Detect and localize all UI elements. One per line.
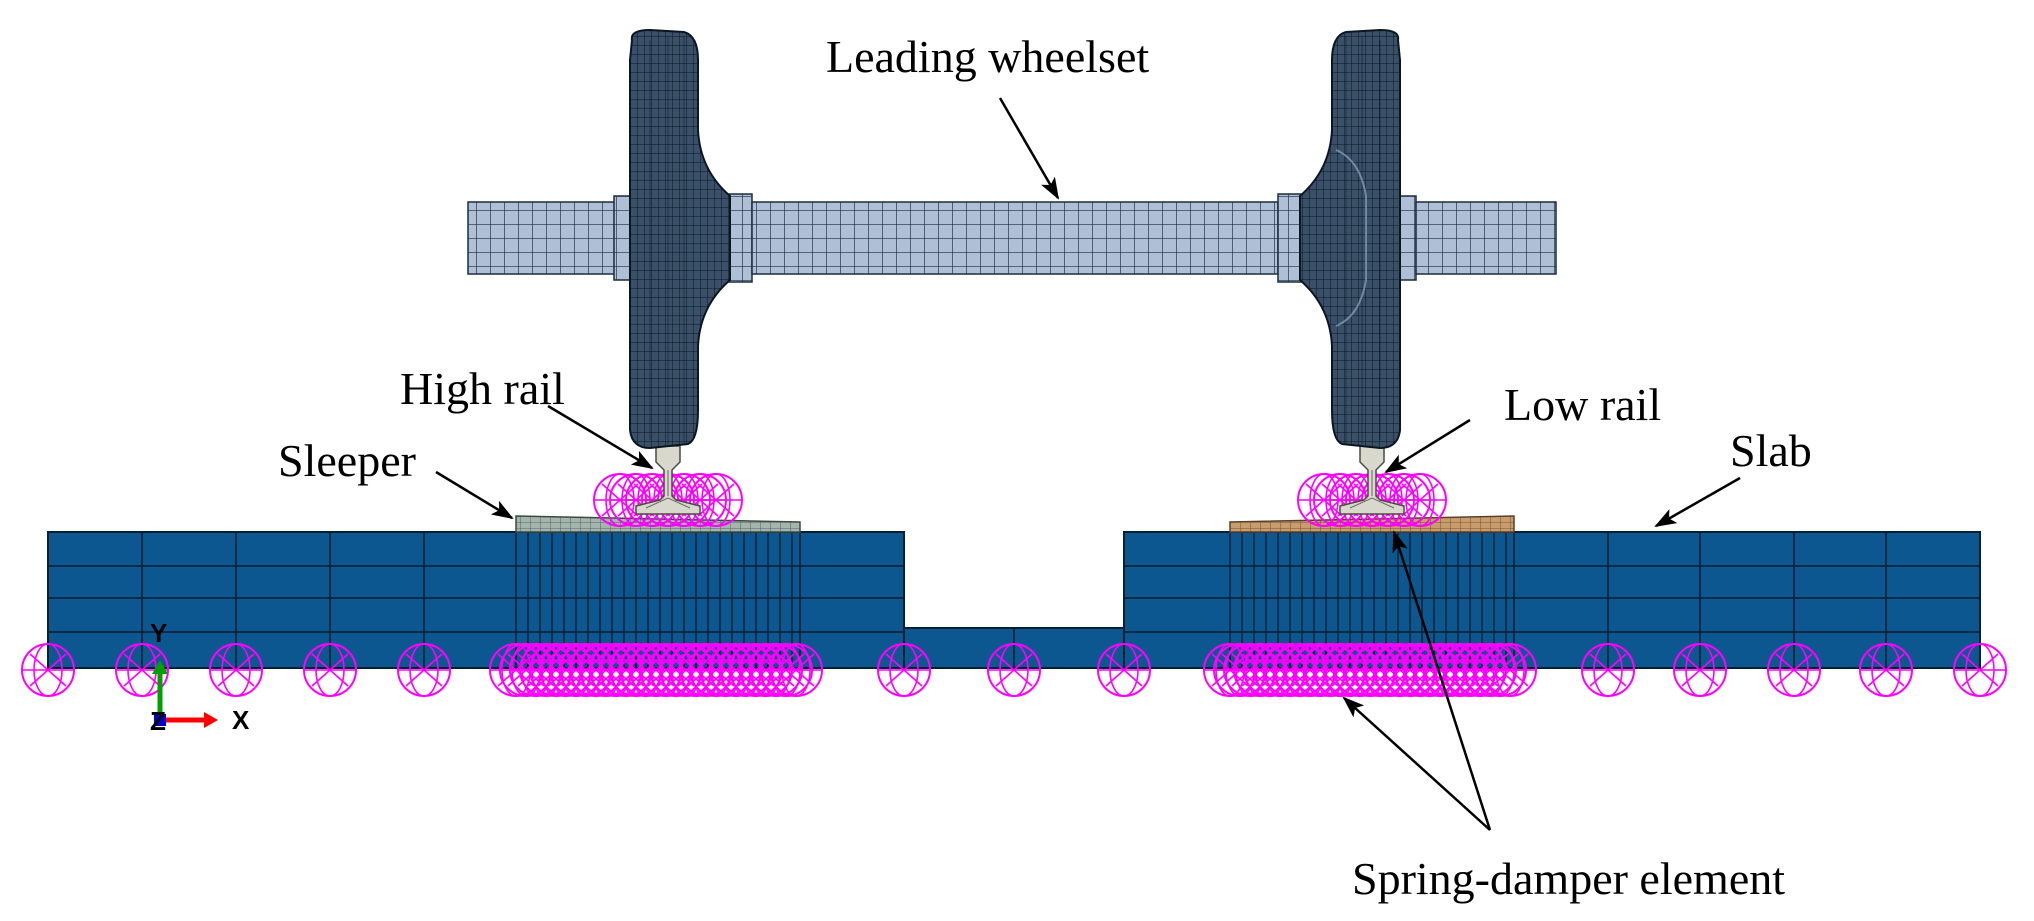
spring-damper-elements-rail bbox=[593, 473, 1447, 527]
label-leading-wheelset: Leading wheelset bbox=[826, 31, 1149, 82]
triad-y-label: Y bbox=[150, 618, 167, 648]
triad-x-label: X bbox=[232, 705, 250, 735]
spring-damper-symbol bbox=[689, 473, 743, 527]
coordinate-triad: Y X Z bbox=[150, 618, 250, 736]
label-slab: Slab bbox=[1730, 425, 1812, 476]
arrow-sleeper bbox=[435, 470, 514, 520]
arrow-low-rail bbox=[1384, 418, 1471, 474]
label-low-rail: Low rail bbox=[1504, 379, 1661, 430]
slab-connector bbox=[903, 627, 1125, 669]
arrow-spring-damper bbox=[1342, 530, 1492, 831]
triad-z-axis bbox=[154, 714, 166, 726]
label-sleeper: Sleeper bbox=[278, 435, 416, 486]
arrow-high-rail bbox=[547, 404, 654, 470]
axle bbox=[467, 193, 1557, 283]
label-spring-damper-element: Spring-damper element bbox=[1352, 853, 1785, 904]
label-high-rail: High rail bbox=[400, 363, 565, 414]
triad-z-label: Z bbox=[150, 706, 166, 736]
slab-left bbox=[47, 531, 905, 669]
sleeper-right bbox=[1229, 515, 1515, 533]
high-rail bbox=[635, 445, 701, 515]
arrow-leading-wheelset bbox=[998, 97, 1060, 200]
wheel-right bbox=[1299, 28, 1401, 450]
leading-wheelset bbox=[467, 28, 1557, 450]
arrow-slab bbox=[1654, 476, 1741, 528]
wheel-left bbox=[629, 28, 731, 450]
